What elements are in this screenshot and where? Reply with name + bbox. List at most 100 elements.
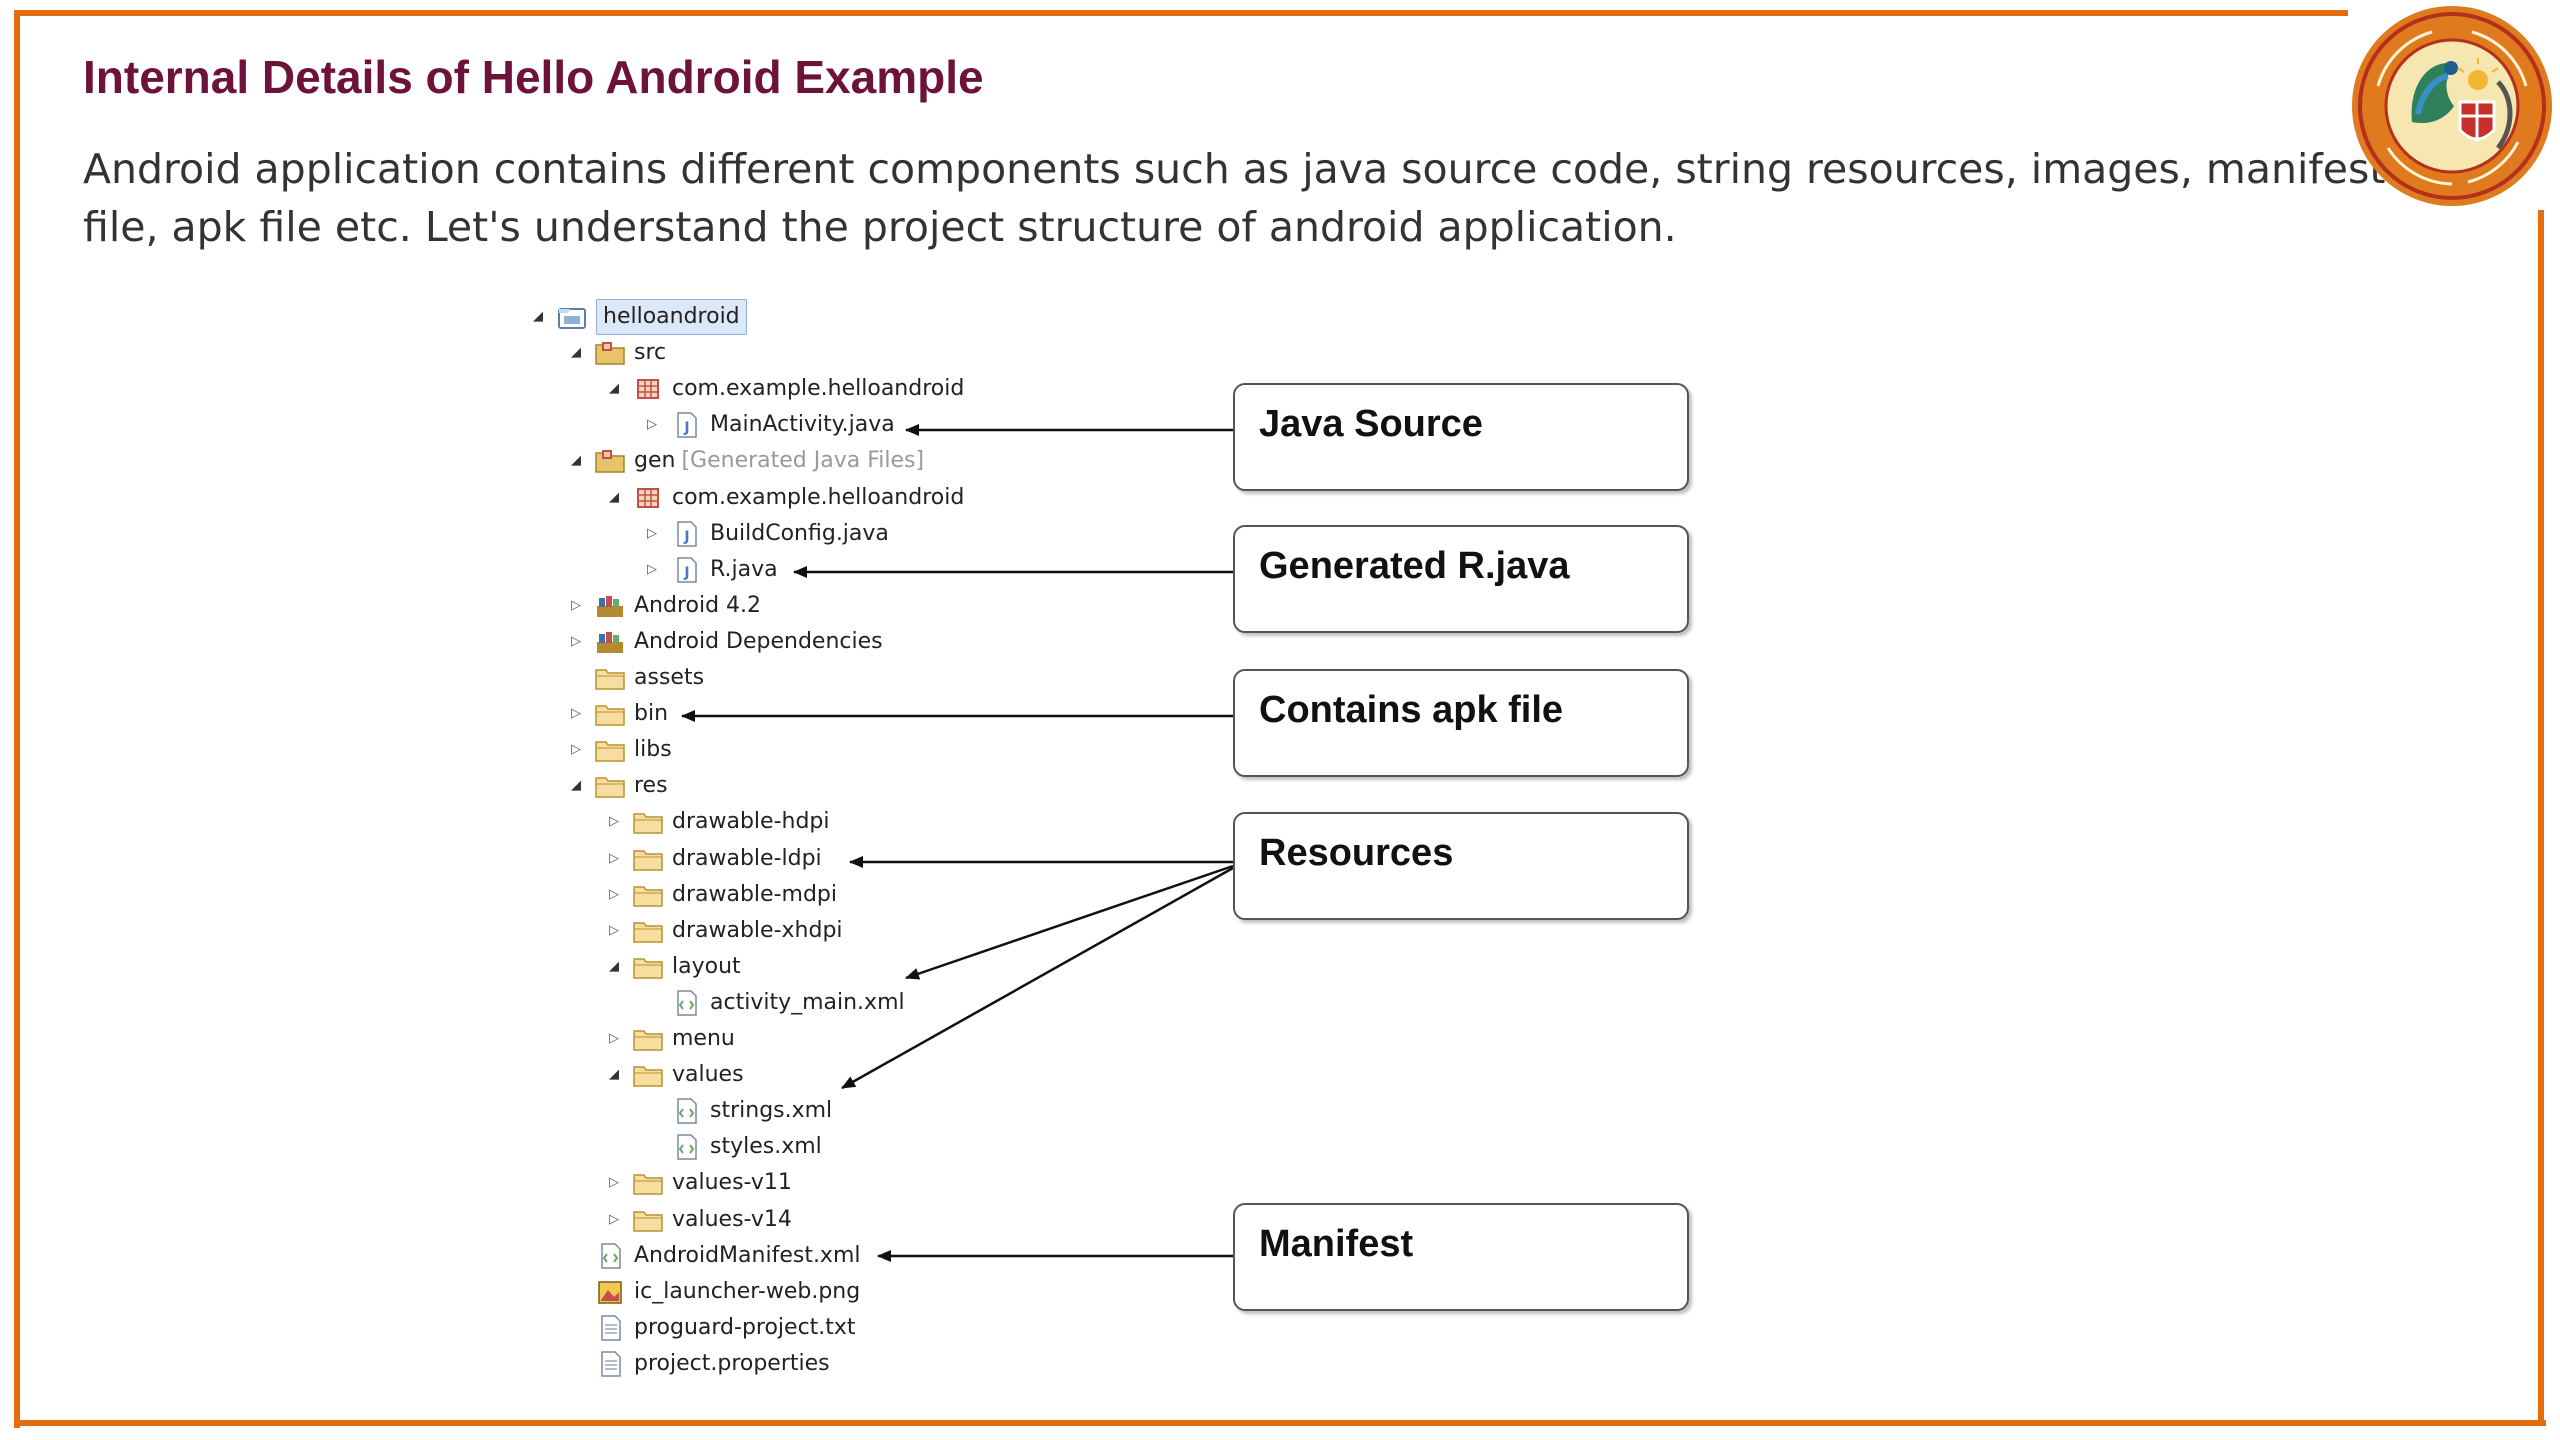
tree-item[interactable]: ◢res	[568, 769, 668, 803]
tree-item[interactable]: ▷proguard-project.txt	[568, 1311, 856, 1345]
folder-icon	[632, 917, 672, 945]
tree-item-label: gen	[634, 448, 676, 474]
collapse-arrow-icon[interactable]: ◢	[609, 489, 619, 505]
expand-arrow-icon[interactable]: ▷	[647, 417, 657, 433]
tree-item-label: Android Dependencies	[634, 628, 883, 654]
tree-item-label: drawable-ldpi	[672, 845, 822, 871]
tree-item[interactable]: ▷ Android Dependencies	[568, 625, 883, 659]
collapse-arrow-icon[interactable]: ◢	[571, 778, 581, 794]
src-folder-icon	[594, 447, 634, 475]
project-icon	[556, 303, 596, 331]
tree-item-label: ic_launcher-web.png	[634, 1278, 861, 1304]
tree-item[interactable]: ◢helloandroid	[530, 299, 747, 335]
project-explorer-tree: ◢helloandroid◢src◢com.example.helloandro…	[520, 299, 1020, 1390]
expand-arrow-icon[interactable]: ▷	[609, 850, 619, 866]
collapse-arrow-icon[interactable]: ◢	[571, 345, 581, 361]
svg-text:J: J	[683, 565, 689, 581]
tree-item-label: src	[634, 340, 667, 366]
collapse-arrow-icon[interactable]: ◢	[609, 1067, 619, 1083]
tree-item[interactable]: ▷strings.xml	[644, 1094, 832, 1128]
collapse-arrow-icon[interactable]: ◢	[571, 453, 581, 469]
tree-item-label: activity_main.xml	[710, 989, 905, 1015]
frame-right-border	[2538, 210, 2544, 1426]
folder-icon	[594, 664, 634, 692]
expand-arrow-icon[interactable]: ▷	[609, 922, 619, 938]
tree-item-label: menu	[672, 1026, 735, 1051]
xml-file-icon	[670, 989, 710, 1017]
expand-arrow-icon[interactable]: ▷	[609, 814, 619, 830]
java-file-icon: J	[670, 556, 710, 584]
tree-item[interactable]: ▷ drawable-hdpi	[606, 805, 830, 839]
tree-item[interactable]: ▷ Android 4.2	[568, 589, 761, 623]
tree-item[interactable]: ▷ values-v11	[606, 1166, 792, 1200]
expand-arrow-icon[interactable]: ▷	[571, 633, 581, 649]
tree-item[interactable]: ▷ic_launcher-web.png	[568, 1275, 860, 1309]
tree-item[interactable]: ◢values	[606, 1058, 744, 1092]
tree-item-label: project.properties	[634, 1350, 830, 1376]
tree-item[interactable]: ◢ com.example.helloandroid	[606, 481, 964, 515]
tree-item[interactable]: ◢ src	[568, 336, 666, 370]
tree-item-label: values-v14	[672, 1206, 792, 1232]
tree-item[interactable]: ▷AndroidManifest.xml	[568, 1239, 861, 1273]
tree-item-label: drawable-hdpi	[672, 809, 830, 835]
tree-item[interactable]: ▷ drawable-ldpi	[606, 842, 822, 876]
frame-bottom-border	[14, 1420, 2546, 1426]
collapse-arrow-icon[interactable]: ◢	[533, 309, 543, 324]
xml-file-icon	[670, 1133, 710, 1161]
xml-file-icon	[670, 1097, 710, 1125]
intro-paragraph: Android application contains different c…	[83, 145, 2386, 251]
expand-arrow-icon[interactable]: ▷	[571, 742, 581, 758]
tree-item[interactable]: ◢gen[Generated Java Files]	[568, 444, 924, 478]
expand-arrow-icon[interactable]: ▷	[609, 1175, 619, 1191]
folder-icon	[632, 845, 672, 873]
expand-arrow-icon[interactable]: ▷	[647, 561, 657, 577]
expand-arrow-icon[interactable]: ▷	[647, 525, 657, 541]
tree-item[interactable]: ▷activity_main.xml	[644, 986, 905, 1020]
package-icon	[632, 375, 672, 403]
tree-item[interactable]: ▷bin	[568, 697, 668, 731]
tree-item[interactable]: ◢ layout	[606, 950, 741, 984]
folder-icon	[632, 1061, 672, 1089]
callout-apk: Contains apk file	[1233, 669, 1689, 777]
tree-item[interactable]: ▷ libs	[568, 733, 672, 767]
callout-manifest: Manifest	[1233, 1203, 1689, 1311]
expand-arrow-icon[interactable]: ▷	[609, 886, 619, 902]
tree-item-label: libs	[634, 737, 672, 763]
tree-item[interactable]: ▷ drawable-mdpi	[606, 878, 837, 912]
tree-item[interactable]: ▷ J MainActivity.java	[644, 408, 895, 442]
tree-item-label: MainActivity.java	[710, 412, 895, 438]
collapse-arrow-icon[interactable]: ◢	[609, 381, 619, 397]
tree-item[interactable]: ▷styles.xml	[644, 1130, 822, 1164]
text-file-icon	[594, 1314, 634, 1342]
java-file-icon: J	[670, 520, 710, 548]
folder-icon	[632, 1206, 672, 1234]
folder-icon	[632, 881, 672, 909]
tree-item[interactable]: ▷ values-v14	[606, 1203, 792, 1237]
tree-item-label: drawable-mdpi	[672, 881, 837, 907]
tree-item-label: drawable-xhdpi	[672, 917, 843, 943]
expand-arrow-icon[interactable]: ▷	[609, 1211, 619, 1227]
svg-text:J: J	[683, 420, 689, 436]
expand-arrow-icon[interactable]: ▷	[609, 1031, 619, 1046]
page-title: Internal Details of Hello Android Exampl…	[83, 51, 984, 103]
tree-item[interactable]: ▷project.properties	[568, 1347, 830, 1381]
folder-icon	[594, 700, 634, 728]
xml-file-icon	[594, 1242, 634, 1270]
tree-item-label: values-v11	[672, 1170, 792, 1196]
tree-item-label: layout	[672, 953, 741, 979]
tree-item[interactable]: ▷ drawable-xhdpi	[606, 914, 843, 948]
folder-icon	[632, 953, 672, 981]
expand-arrow-icon[interactable]: ▷	[571, 706, 581, 722]
image-file-icon	[594, 1278, 634, 1306]
src-folder-icon	[594, 339, 634, 367]
library-icon	[594, 592, 634, 620]
tree-item[interactable]: ▷assets	[568, 661, 704, 695]
collapse-arrow-icon[interactable]: ◢	[609, 958, 619, 974]
tree-item[interactable]: ◢com.example.helloandroid	[606, 372, 964, 406]
tree-item[interactable]: ▷ menu	[606, 1022, 735, 1056]
expand-arrow-icon[interactable]: ▷	[571, 597, 581, 613]
tree-item-label: Android 4.2	[634, 592, 762, 618]
tree-item-label: com.example.helloandroid	[672, 484, 965, 510]
